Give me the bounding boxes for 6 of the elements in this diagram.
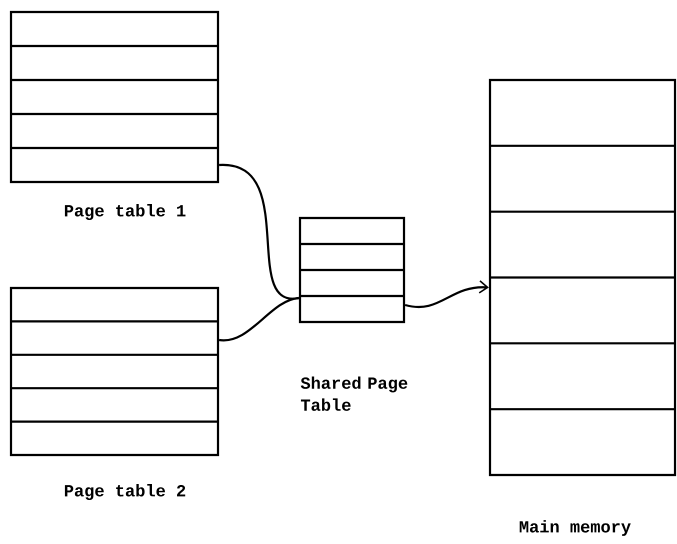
table-label: Shared Page Table (300, 376, 408, 411)
table-label: Page table 2 (64, 484, 186, 500)
connector (404, 280, 489, 308)
connector (219, 296, 300, 342)
table-label: Page table 1 (64, 204, 186, 220)
table-label: Main memory (520, 520, 631, 536)
